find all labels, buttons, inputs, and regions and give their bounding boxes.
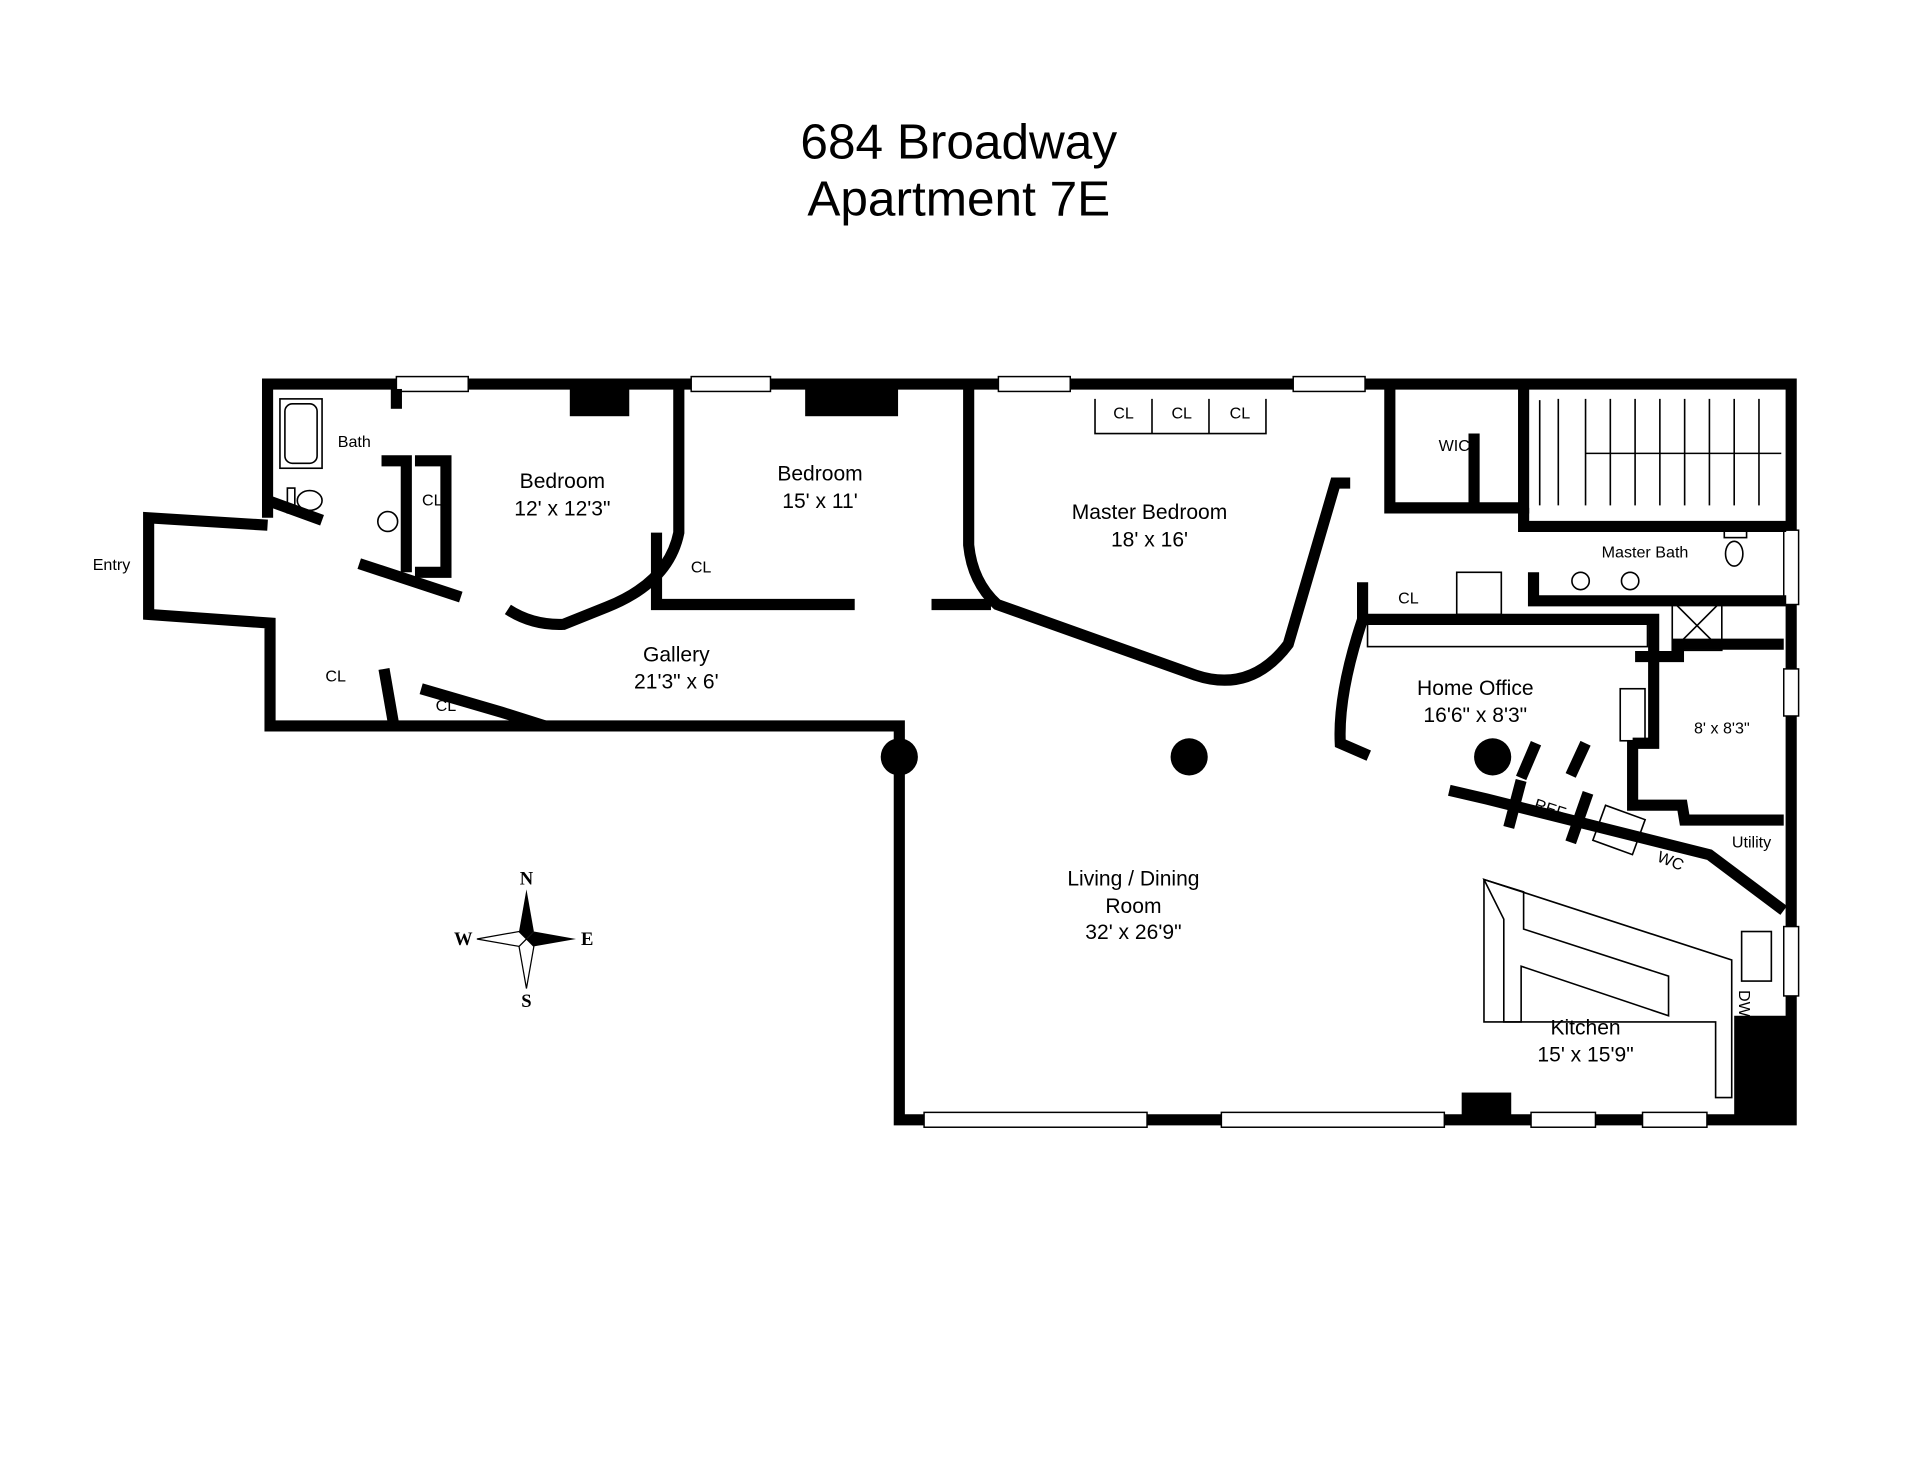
label-closet: CL xyxy=(691,558,712,576)
label-dw: DW xyxy=(1735,990,1753,1018)
fixtures xyxy=(279,398,1782,1099)
label-closet: CL xyxy=(1230,405,1251,423)
label-closet: CL xyxy=(422,491,443,509)
size-home-office: 16'6" x 8'3" xyxy=(1423,704,1527,727)
label-master-bath: Master Bath xyxy=(1602,543,1689,561)
label-bedroom2: Bedroom xyxy=(777,463,862,486)
label-gallery: Gallery xyxy=(643,643,710,666)
size-bedroom2: 15' x 11' xyxy=(782,490,858,513)
exterior-walls xyxy=(143,378,1797,1126)
compass: N S E W xyxy=(454,868,593,1012)
size-bedroom1: 12' x 12'3" xyxy=(514,497,610,520)
room-labels: Entry Bath Bedroom 12' x 12'3" Bedroom 1… xyxy=(93,405,1772,1067)
label-closet: CL xyxy=(1398,589,1419,607)
label-bath: Bath xyxy=(338,433,371,451)
label-utility: Utility xyxy=(1732,833,1772,851)
label-home-office: Home Office xyxy=(1417,677,1534,700)
label-closet: CL xyxy=(1171,405,1192,423)
size-living: 32' x 26'9" xyxy=(1085,921,1181,944)
title-address: 684 Broadway xyxy=(800,115,1117,170)
size-master-bedroom: 18' x 16' xyxy=(1111,528,1188,551)
windows xyxy=(395,375,1800,1128)
compass-north: N xyxy=(520,868,534,889)
label-living-2: Room xyxy=(1105,895,1161,918)
label-closet: CL xyxy=(436,697,457,715)
size-small-room: 8' x 8'3" xyxy=(1694,719,1750,737)
label-kitchen: Kitchen xyxy=(1550,1016,1620,1039)
size-kitchen: 15' x 15'9" xyxy=(1537,1044,1633,1067)
label-closet: CL xyxy=(1113,405,1134,423)
stairs xyxy=(1557,398,1782,506)
label-entry: Entry xyxy=(93,556,132,574)
label-closet: CL xyxy=(325,667,346,685)
label-living-1: Living / Dining xyxy=(1067,868,1199,891)
size-gallery: 21'3" x 6' xyxy=(634,671,719,694)
label-master-bedroom: Master Bedroom xyxy=(1072,501,1228,524)
label-bedroom1: Bedroom xyxy=(520,470,605,493)
compass-west: W xyxy=(454,929,473,950)
title-apartment: Apartment 7E xyxy=(807,172,1110,227)
compass-south: S xyxy=(521,991,531,1012)
columns xyxy=(880,738,1512,776)
label-wic: WIC xyxy=(1439,437,1471,455)
compass-east: E xyxy=(581,929,593,950)
